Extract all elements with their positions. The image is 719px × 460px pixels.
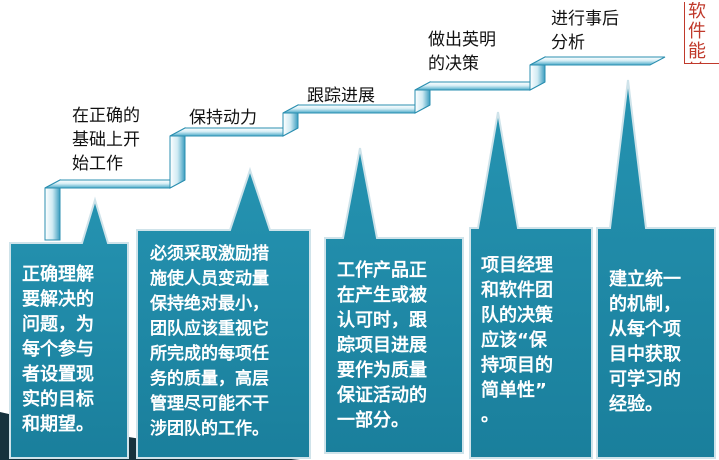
step-label-5: 进行事后 分析 <box>551 9 619 53</box>
step-label-2: 保持动力 <box>189 108 257 128</box>
callout-box-1 <box>9 196 129 459</box>
stair-steps <box>44 56 666 241</box>
step-label-1: 在正确的 基础上开 始工作 <box>72 106 140 174</box>
callout-text-4: 项目经理 和软件团 队的决策 应该“保 持项目的 简单性” 。 <box>481 255 553 426</box>
callout-text-3: 工作产品正 在产生或被 认可时，跟 踪项目进展 要作为质量 保证活动的 一部分。 <box>337 260 427 431</box>
callout-box-4 <box>469 111 593 459</box>
callout-text-5: 建立统一 的机制， 从每个项 目中获取 可学习的 经验。 <box>609 269 681 415</box>
stair-tread-5 <box>529 56 666 66</box>
step-label-3: 跟踪进展 <box>307 86 375 106</box>
stair-riser-1 <box>44 179 61 241</box>
callout-box-3 <box>324 147 464 454</box>
corner-note: 软件 能够 的方 <box>684 2 719 64</box>
step-label-4: 做出英明 的决策 <box>428 30 496 74</box>
callout-box-5 <box>596 79 716 459</box>
callout-box-2 <box>136 166 311 459</box>
callout-text-1: 正确理解 要解决的 问题，为 每个参与 者设置现 实的目标 和期望。 <box>22 264 94 435</box>
stair-tread-4 <box>414 81 546 91</box>
callout-text-2: 必须采取激励措 施使人员变动量 保持绝对最小， 团队应该重视它 所完成的每项任 … <box>150 244 269 439</box>
stair-riser-2 <box>169 127 186 189</box>
stair-tread-1 <box>44 179 186 189</box>
